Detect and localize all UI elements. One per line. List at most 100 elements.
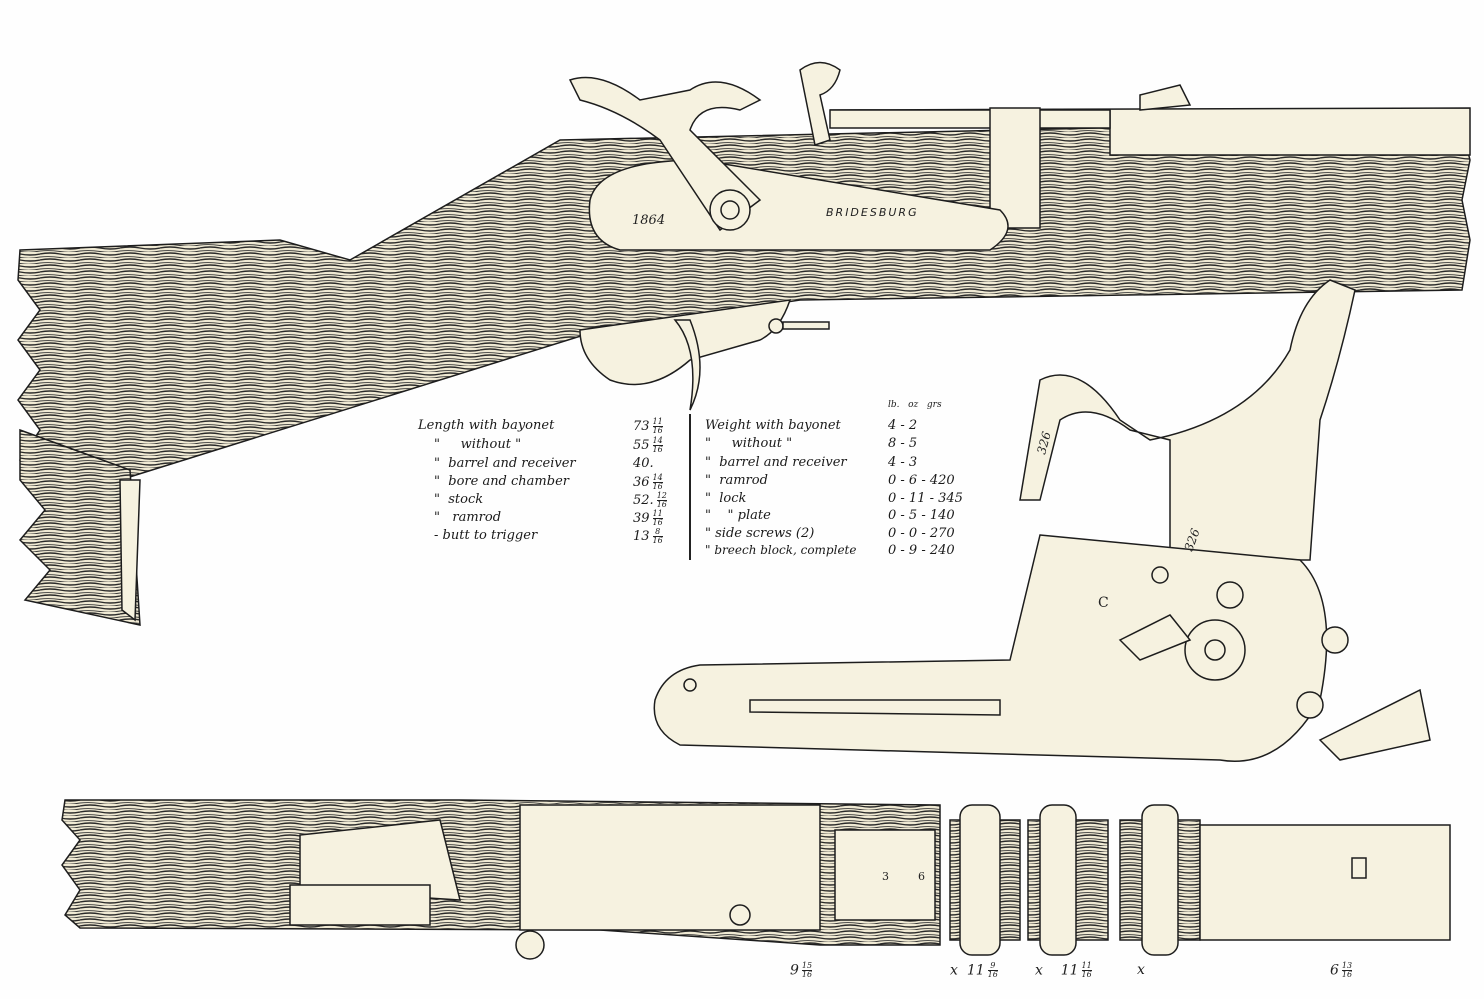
- weight-row: " " plate: [705, 508, 771, 523]
- fraction-den: 16: [801, 970, 813, 979]
- underside-view: [61, 799, 1451, 960]
- ditto: ": [705, 455, 711, 470]
- plate-letter: C: [1098, 595, 1109, 611]
- dimension-label: x: [1137, 962, 1145, 978]
- barrel-bands: [949, 804, 1451, 956]
- row-label: without ": [731, 436, 793, 451]
- length-row: " without ": [434, 437, 521, 452]
- length-row: " stock: [434, 492, 483, 507]
- weight-value: 0 - 6 - 420: [888, 473, 955, 488]
- breech-mark-left: 3: [882, 870, 889, 883]
- ditto: ": [705, 508, 711, 523]
- row-label: ramrod: [719, 473, 768, 488]
- length-row: - butt to trigger: [434, 528, 537, 543]
- row-label: barrel and receiver: [719, 455, 847, 470]
- weight-row: Weight with bayonet: [705, 418, 841, 433]
- length-row: Length with bayonet: [418, 418, 554, 433]
- row-label: ramrod: [452, 510, 502, 525]
- unit-grs: grs: [926, 400, 942, 410]
- fraction-den: 16: [1081, 970, 1092, 979]
- weight-row: " side screws (2): [705, 526, 814, 541]
- breech-mark-right: 6: [918, 870, 925, 883]
- value-whole: 13: [633, 529, 650, 544]
- breech-lever: [799, 61, 841, 146]
- fraction-num: 11: [652, 509, 663, 519]
- breech-block: [989, 107, 1041, 229]
- receiver-underside: [519, 804, 821, 931]
- ditto: ": [434, 510, 440, 525]
- value-whole: 39: [633, 511, 650, 526]
- dim-whole: 11: [1060, 962, 1079, 979]
- length-row: " ramrod: [434, 510, 501, 525]
- weight-row: " barrel and receiver: [705, 455, 847, 470]
- weight-row: " ramrod: [705, 473, 768, 488]
- fraction-den: 16: [652, 518, 663, 527]
- weight-row: " lock: [705, 491, 746, 506]
- trigger-plate-underside: [299, 819, 461, 901]
- fraction-num: 11: [1081, 961, 1092, 971]
- row-label: stock: [448, 492, 484, 507]
- ditto: ": [705, 543, 711, 557]
- lock-detail-view: [653, 279, 1431, 762]
- ramrod-stub: [829, 109, 1111, 129]
- table-divider: [689, 414, 691, 560]
- fraction-num: 9: [987, 962, 998, 971]
- length-value: 40.: [633, 456, 654, 471]
- weight-value: 0 - 11 - 345: [888, 491, 963, 506]
- row-label: butt to trigger: [442, 528, 538, 543]
- unit-oz: oz: [908, 400, 919, 410]
- hammer: [568, 76, 762, 232]
- ditto: ": [705, 473, 711, 488]
- row-label: without ": [460, 437, 522, 452]
- fraction-den: 16: [652, 536, 663, 545]
- ditto: -: [434, 528, 439, 543]
- fraction-num: 15: [801, 961, 813, 971]
- hammer-part-number: 326: [1034, 430, 1054, 456]
- weight-value: 4 - 2: [888, 418, 918, 433]
- unit-lb: lb.: [888, 400, 900, 410]
- lock-year-marking: 1864: [632, 213, 665, 228]
- dim-whole: 11: [966, 962, 985, 979]
- length-row: " bore and chamber: [434, 474, 569, 489]
- ditto: ": [434, 456, 440, 471]
- row-label: " plate: [727, 508, 771, 523]
- row-label: Length with bayonet: [418, 418, 555, 433]
- fraction-num: 13: [1341, 961, 1353, 971]
- fraction-den: 16: [987, 970, 998, 979]
- ditto: ": [705, 526, 711, 541]
- row-label: side screws (2): [715, 526, 815, 541]
- weight-value: 8 - 5: [888, 436, 918, 451]
- fraction-den: 16: [652, 445, 663, 454]
- fraction-num: 14: [652, 436, 663, 446]
- row-label: barrel and receiver: [448, 456, 576, 471]
- ditto: ": [434, 437, 440, 452]
- ditto: ": [705, 436, 711, 451]
- value-whole: 40.: [633, 456, 654, 471]
- side-view-rifle: [17, 61, 1471, 626]
- ditto: ": [434, 474, 440, 489]
- barrel: [829, 107, 1471, 156]
- trigger: [673, 319, 701, 411]
- weight-row: " without ": [705, 436, 792, 451]
- fraction-den: 16: [652, 482, 663, 491]
- fraction-den: 16: [1341, 970, 1353, 979]
- row-label: lock: [719, 491, 747, 506]
- rear-sight: [1139, 84, 1192, 111]
- row-label: Weight with bayonet: [705, 418, 841, 433]
- value-whole: 52.: [633, 493, 654, 508]
- fraction-den: 16: [656, 500, 667, 509]
- row-label: bore and chamber: [448, 474, 569, 489]
- weight-units: lb. oz grs: [888, 400, 942, 410]
- row-label: breech block, complete: [714, 543, 857, 557]
- fraction-num: 12: [656, 491, 667, 501]
